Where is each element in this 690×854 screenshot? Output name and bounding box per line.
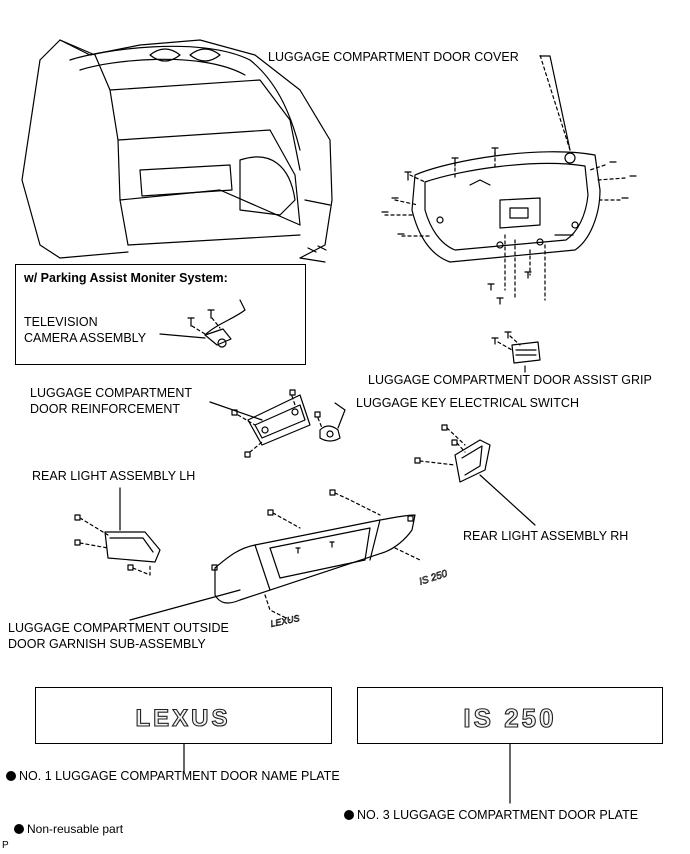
- garnish-label-line2: DOOR GARNISH SUB-ASSEMBLY: [8, 637, 206, 651]
- garnish-is250-emblem: IS 250: [418, 568, 449, 588]
- assist-grip-part: [491, 331, 541, 373]
- reinforcement-label-line1: LUGGAGE COMPARTMENT: [30, 386, 193, 400]
- garnish-label-line1: LUGGAGE COMPARTMENT OUTSIDE: [8, 621, 229, 635]
- name-plate-1-text: NO. 1 LUGGAGE COMPARTMENT DOOR NAME PLAT…: [19, 769, 340, 783]
- door-cover-label: LUGGAGE COMPARTMENT DOOR COVER: [268, 50, 519, 64]
- camera-label-line2: CAMERA ASSEMBLY: [24, 331, 147, 345]
- garnish-lexus-emblem: LEXUS: [269, 613, 300, 629]
- assist-grip-label: LUGGAGE COMPARTMENT DOOR ASSIST GRIP: [368, 373, 652, 387]
- lexus-emblem-graphic: LEXUS: [135, 704, 230, 732]
- legend-text: Non-reusable part: [27, 822, 124, 836]
- rear-light-lh-label: REAR LIGHT ASSEMBLY LH: [32, 469, 196, 483]
- corner-mark: P: [2, 840, 9, 851]
- door-cover-part: [411, 151, 601, 263]
- key-switch-label: LUGGAGE KEY ELECTRICAL SWITCH: [356, 396, 579, 410]
- non-reusable-dot-icon: [344, 810, 354, 820]
- is250-emblem-text: IS 250: [463, 703, 556, 733]
- non-reusable-dot-icon: [6, 771, 16, 781]
- car-trunk-illustration: [21, 39, 333, 263]
- reinforcement-label-line2: DOOR REINFORCEMENT: [30, 402, 180, 416]
- lexus-emblem-text: LEXUS: [135, 705, 230, 732]
- garnish-part: [129, 489, 421, 621]
- name-plate-1-label: NO. 1 LUGGAGE COMPARTMENT DOOR NAME PLAT…: [6, 769, 340, 784]
- inset-title: w/ Parking Assist Moniter System:: [24, 271, 228, 285]
- key-switch-part: [314, 402, 346, 442]
- door-cover-leader: [539, 55, 571, 151]
- name-plate-1-box: LEXUS: [35, 687, 332, 744]
- door-cover-clips: [384, 54, 626, 301]
- legend: Non-reusable part: [14, 822, 123, 837]
- plate-3-box: IS 250: [357, 687, 663, 744]
- non-reusable-legend-dot-icon: [14, 824, 24, 834]
- camera-label-line1: TELEVISION: [24, 315, 98, 329]
- parking-assist-inset: w/ Parking Assist Moniter System:: [15, 264, 306, 365]
- plate-3-label: NO. 3 LUGGAGE COMPARTMENT DOOR PLATE: [344, 808, 638, 823]
- door-reinforcement-part: [209, 389, 311, 458]
- rear-light-lh-part: [74, 487, 161, 576]
- rear-light-rh-part: [414, 424, 536, 526]
- is250-emblem-graphic: IS 250: [463, 702, 556, 733]
- plate-3-text: NO. 3 LUGGAGE COMPARTMENT DOOR PLATE: [357, 808, 639, 822]
- camera-part: [159, 299, 246, 348]
- rear-light-rh-label: REAR LIGHT ASSEMBLY RH: [463, 529, 629, 543]
- door-cover-screws: [381, 147, 637, 305]
